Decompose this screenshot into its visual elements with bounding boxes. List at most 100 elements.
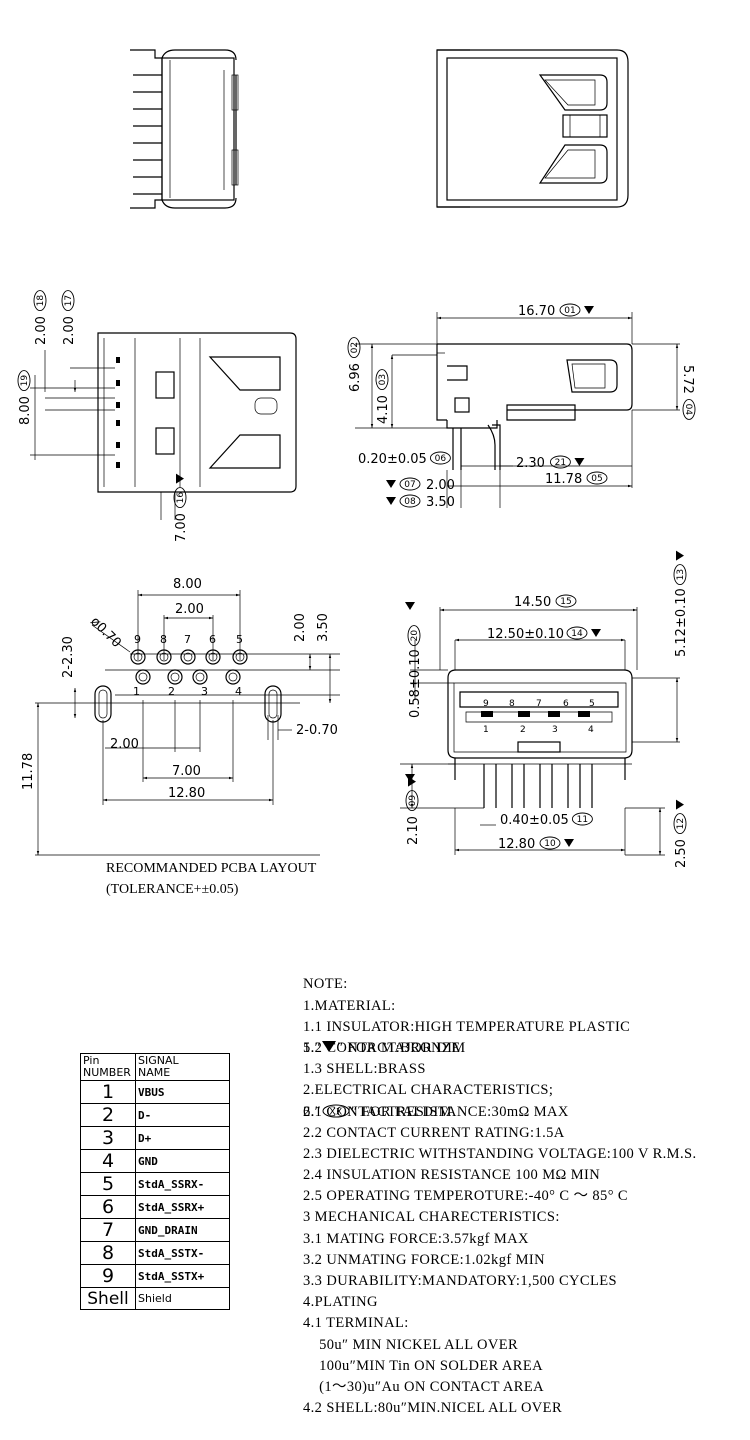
- major-dim-triangle-icon: [176, 473, 184, 484]
- note-line: 2.ELECTRICAL CHARACTERISTICS;: [303, 1082, 554, 1099]
- pin-number-cell: 5: [80, 1172, 136, 1196]
- front-view-top: [436, 49, 629, 208]
- front-contacts: [481, 711, 590, 717]
- signal-name-cell: StdA_SSTX+: [135, 1264, 230, 1288]
- dimension-tag: 19: [20, 375, 30, 387]
- pcba-holes-bottom: [135, 669, 241, 685]
- signal-name-cell: GND_DRAIN: [135, 1218, 230, 1242]
- signal-name-cell: D-: [135, 1103, 230, 1127]
- pcba-dim-7-00: 7.00: [172, 764, 201, 779]
- dimension-value: 2.30: [516, 456, 545, 471]
- dimension-tag: 10: [544, 839, 556, 849]
- dimension-17: 2.00 17: [61, 290, 77, 345]
- notes: NOTE:1.MATERIAL:1.1 INSULATOR:HIGH TEMPE…: [303, 932, 696, 1416]
- top-view-pin-marks: [116, 357, 120, 468]
- pcba-pin-8: 8: [160, 633, 167, 646]
- side-view-right: [355, 312, 680, 508]
- front-view-bottom: 9 8 7 6 5 1 2 3 4: [400, 607, 680, 856]
- dimension-value: 14.50: [514, 595, 551, 610]
- dimension-tag: 13: [676, 569, 686, 580]
- note-line: 4.2 SHELL:80u″MIN.NICEL ALL OVER: [303, 1400, 563, 1417]
- pcba-pin-2: 2: [168, 685, 175, 698]
- dimension-tag: 12: [676, 818, 686, 829]
- pcba-dim-11-78: 11.78: [21, 753, 36, 790]
- major-dim-triangle-icon: [405, 774, 415, 782]
- front-pin-2: 2: [520, 725, 526, 735]
- dimension-13: 5.12±0.10 13: [673, 550, 689, 657]
- pcba-layout: 9 8 7 6 5 1 2 3 4 8.00 2.00 2.00 3.50 ø0…: [21, 577, 340, 856]
- dimension-tag: 14: [571, 629, 583, 639]
- note-line: 100u″MIN Tin ON SOLDER AREA: [303, 1357, 544, 1374]
- dimension-tag: 06: [435, 454, 447, 464]
- front-pin-4: 4: [588, 725, 594, 735]
- major-dim-triangle-icon: [676, 799, 684, 810]
- pcba-holes-top: [130, 649, 248, 665]
- front-pin-3: 3: [552, 725, 558, 735]
- major-dim-triangle-icon: [591, 629, 601, 637]
- pcba-pin-4: 4: [235, 685, 242, 698]
- pin-number-cell: 3: [80, 1126, 136, 1150]
- pcba-dim-3-50: 3.50: [316, 613, 331, 642]
- front-pin-5: 5: [589, 699, 595, 709]
- note-line: 50u″ MIN NICKEL ALL OVER: [303, 1336, 519, 1353]
- front-pin-1: 1: [483, 725, 489, 735]
- dimension-tag: 08: [404, 497, 416, 507]
- pcba-pin-7: 7: [184, 633, 191, 646]
- front-pin-7: 7: [536, 699, 542, 709]
- note-line: 1.1 INSULATOR:HIGH TEMPERATURE PLASTIC: [303, 1018, 631, 1035]
- front-pin-9: 9: [483, 699, 489, 709]
- dimension-value: 2.00: [62, 316, 77, 345]
- dimension-value: 5.12±0.10: [674, 588, 689, 657]
- dimension-tag: 17: [64, 295, 74, 306]
- note-line: 2.4 INSULATION RESISTANCE 100 MΩ MIN: [303, 1167, 601, 1184]
- signal-name-cell: VBUS: [135, 1080, 230, 1104]
- pcba-pin-5: 5: [236, 633, 243, 646]
- pin-number-cell: 2: [80, 1103, 136, 1127]
- note-line: 3 MECHANICAL CHARECTERISTICS:: [303, 1209, 560, 1226]
- side-view-left: [130, 49, 239, 209]
- pcba-pin-numbers: 9 8 7 6 5 1 2 3 4: [133, 633, 243, 698]
- side-view-pins: [133, 74, 162, 195]
- pcba-caption: RECOMMANDED PCBA LAYOUT (TOLERANCE+±0.05…: [106, 858, 316, 900]
- pin-number-cell: 6: [80, 1195, 136, 1219]
- signal-name-cell: GND: [135, 1149, 230, 1173]
- dimension-value: 16.70: [518, 304, 555, 319]
- dimension-tag: 15: [560, 597, 571, 607]
- dimension-value: 0.20±0.05: [358, 452, 427, 467]
- note-line: 3.3 DURABILITY:MANDATORY:1,500 CYCLES: [303, 1273, 617, 1290]
- dimension-value: 0.40±0.05: [500, 813, 569, 828]
- dimension-value: 11.78: [545, 472, 582, 487]
- pcba-pin-1: 1: [133, 685, 140, 698]
- dimension-value: 12.80: [498, 837, 535, 852]
- signal-name-cell: StdA_SSTX-: [135, 1241, 230, 1265]
- pcba-pin-3: 3: [201, 685, 208, 698]
- pcba-caption-title: RECOMMANDED PCBA LAYOUT: [106, 861, 317, 876]
- note-line: 1.3 SHELL:BRASS: [303, 1061, 426, 1078]
- pin-number-cell: 9: [80, 1264, 136, 1288]
- dimension-10: 12.80 10: [498, 836, 574, 852]
- signal-name-cell: StdA_SSRX+: [135, 1195, 230, 1219]
- pcba-dim-slot-width: 2-0.70: [296, 723, 338, 738]
- note-line: 2.5 OPERATING TEMPEROTURE:-40° C ～ 85° C: [303, 1188, 628, 1205]
- dimension-tag: 01: [564, 306, 575, 316]
- dimension-tag: 16: [176, 492, 186, 504]
- dimension-value: 3.50: [426, 495, 455, 510]
- note-line: 4.PLATING: [303, 1294, 378, 1311]
- dimension-tag: 09: [408, 795, 418, 807]
